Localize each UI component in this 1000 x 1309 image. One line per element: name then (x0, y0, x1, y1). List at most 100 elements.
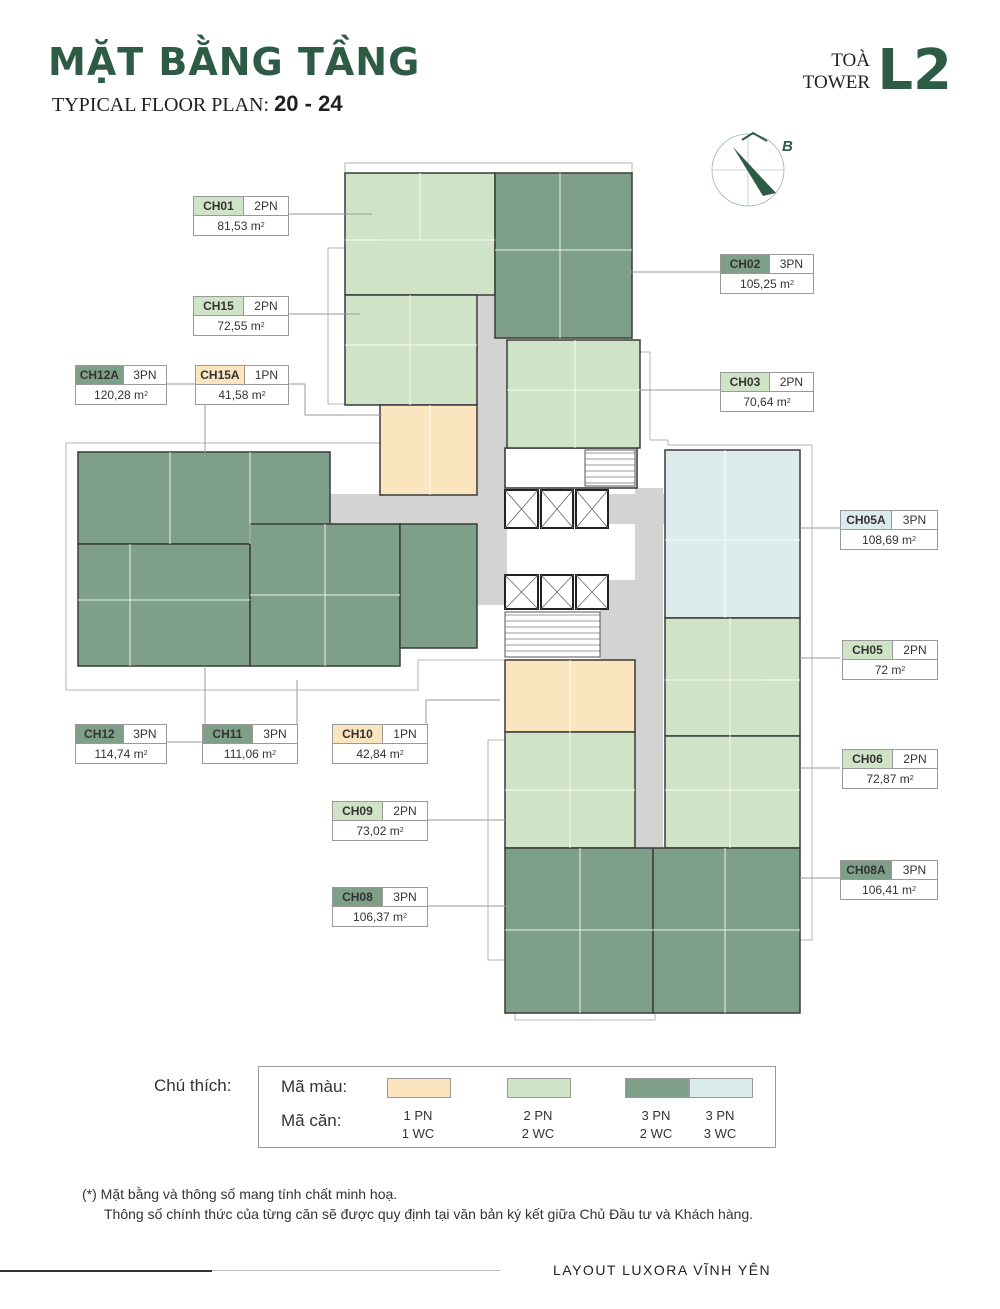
note-line-1: (*) Mặt bằng và thông số mang tính chất … (82, 1186, 398, 1202)
unit-ch05 (664, 617, 801, 737)
unit-ch03 (506, 339, 641, 449)
unit-type: 3PN (251, 725, 297, 743)
unit-type: 3PN (381, 888, 427, 906)
unit-type: 2PN (891, 750, 937, 768)
area-sup: 2 (786, 398, 791, 405)
legend-type-2pn: 2 PN 2 WC (508, 1107, 568, 1143)
unit-code: CH08 (333, 888, 382, 906)
area-sup: 2 (399, 750, 404, 757)
compass-label: B (782, 138, 793, 155)
area-sup: 2 (399, 827, 404, 834)
unit-type: 2PN (768, 373, 813, 391)
compass-icon (711, 131, 785, 207)
note-line-2: Thông số chính thức của từng căn sẽ được… (104, 1206, 754, 1222)
unit-area: 72,87 m (866, 771, 910, 786)
unit-area: 105,25 m (740, 276, 791, 291)
unit-area: 111,06 m (223, 746, 273, 761)
unit-area: 41,58 m (218, 387, 262, 402)
legend-wc: 3 WC (703, 1126, 737, 1141)
unit-code: CH02 (721, 255, 769, 273)
unit-type: 3PN (768, 255, 813, 273)
legend-wc: 1 WC (401, 1126, 435, 1141)
footer-text: LAYOUT LUXORA VĨNH YÊN (553, 1262, 772, 1278)
unit-type: 3PN (890, 861, 937, 879)
unit-area: 106,41 m (862, 882, 913, 897)
unit-area: 72,55 m (217, 318, 261, 333)
swatch-1pn (387, 1078, 451, 1098)
area-sup: 2 (912, 536, 916, 543)
unit-type: 2PN (242, 197, 288, 215)
unit-ch10-a (399, 523, 478, 649)
unit-type: 3PN (890, 511, 937, 529)
unit-ch06 (664, 735, 801, 849)
unit-area: 70,64 m (743, 394, 787, 409)
unit-code: CH15A (196, 366, 244, 384)
unit-code: CH09 (333, 802, 382, 820)
unit-code: CH05 (843, 641, 892, 659)
legend-title: Chú thích: (154, 1076, 232, 1095)
unit-code: CH12 (76, 725, 123, 743)
swatch-2pn (507, 1078, 571, 1098)
unit-ch15 (344, 294, 478, 406)
unit-code: CH06 (843, 750, 892, 768)
floor-range: 20 - 24 (274, 91, 343, 116)
legend-wc: 2 WC (521, 1126, 555, 1141)
legend-type-3pn-2wc: 3 PN 2 WC (626, 1107, 686, 1143)
room-walls (78, 173, 800, 1013)
area-sup: 2 (260, 222, 265, 229)
area-sup: 2 (272, 750, 277, 757)
leader-lines (165, 213, 840, 907)
unit-ch12 (77, 543, 251, 667)
unit-ch15a (379, 404, 478, 496)
area-sup: 2 (912, 886, 916, 893)
unit-type: 1PN (243, 366, 288, 384)
legend-type-label: Mã căn: (281, 1111, 342, 1130)
unit-area: 120,28 m (94, 387, 145, 402)
unit-code: CH11 (203, 725, 252, 743)
area-sup: 2 (144, 391, 148, 398)
unit-area: 42,84 m (356, 746, 400, 761)
unit-type: 3PN (122, 366, 166, 384)
legend-pn: 1 PN (403, 1108, 433, 1123)
unit-ch05a (664, 449, 801, 619)
unit-area: 114,74 m (94, 746, 144, 761)
unit-code: CH05A (841, 511, 891, 529)
floor-plan: B (65, 131, 840, 1021)
page-title: MẶT BẰNG TẦNG (48, 40, 421, 84)
legend-wc: 2 WC (639, 1126, 673, 1141)
legend-color-label: Mã màu: (281, 1077, 348, 1096)
area-sup: 2 (403, 913, 407, 920)
tower-code: L2 (877, 38, 952, 103)
unit-code: CH08A (841, 861, 891, 879)
unit-ch02 (494, 172, 633, 339)
toa-text: TOÀ (831, 50, 870, 71)
unit-area: 72 m (874, 662, 902, 677)
unit-type: 3PN (122, 725, 166, 743)
page-subtitle: TYPICAL FLOOR PLAN: 20 - 24 (52, 91, 343, 117)
tower-text: TOWER (802, 72, 870, 93)
unit-area: 81,53 m (217, 218, 261, 233)
units (77, 172, 801, 1014)
legend-type-1pn: 1 PN 1 WC (388, 1107, 448, 1143)
unit-code: CH10 (333, 725, 382, 743)
unit-type: 1PN (381, 725, 427, 743)
area-sup: 2 (260, 322, 265, 329)
unit-type: 2PN (891, 641, 937, 659)
swatch-3pn-3wc (689, 1078, 753, 1098)
disclaimer-note: (*) Mặt bằng và thông số mang tính chất … (82, 1184, 753, 1224)
